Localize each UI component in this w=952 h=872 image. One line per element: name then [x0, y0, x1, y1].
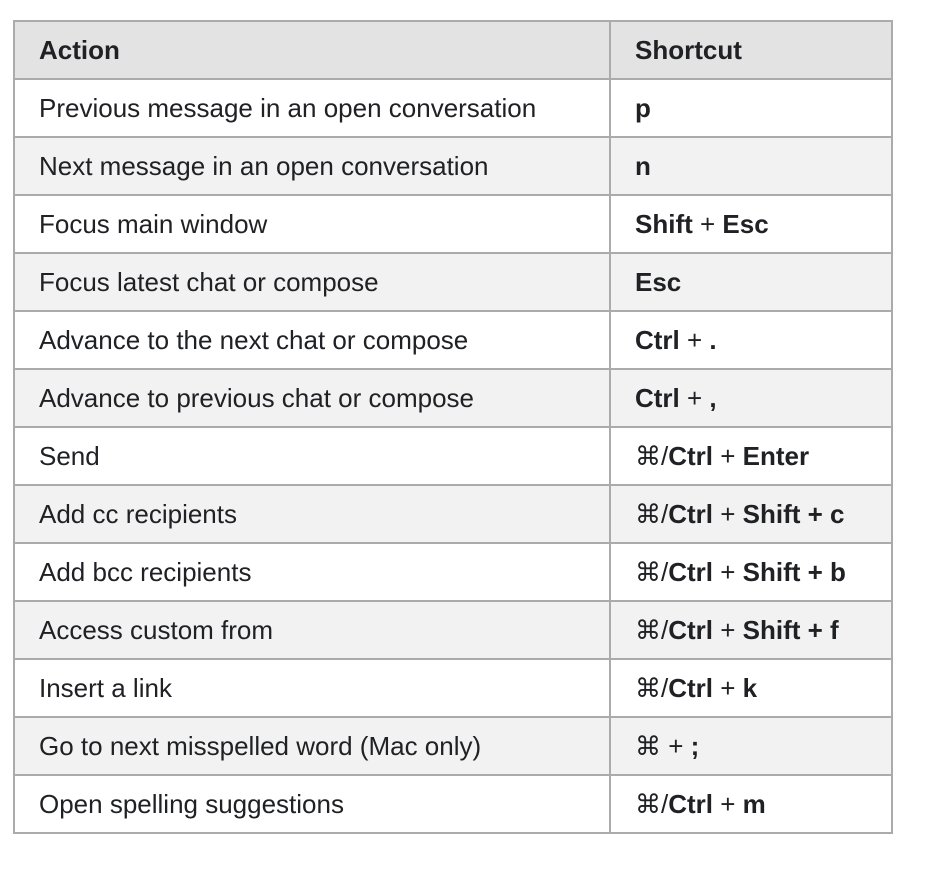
shortcut-cell: ⌘/Ctrl + m: [609, 774, 893, 834]
shortcut-separator: ⌘: [635, 730, 661, 761]
shortcut-separator: +: [661, 730, 691, 761]
table-row: Previous message in an open conversation…: [13, 78, 893, 138]
action-cell: Focus main window: [13, 194, 611, 254]
shortcut-key: Shift + f: [742, 614, 839, 645]
shortcut-separator: +: [713, 788, 743, 819]
shortcut-separator: +: [713, 440, 743, 471]
shortcut-cell: p: [609, 78, 893, 138]
shortcut-key: Shift + b: [742, 556, 846, 587]
shortcut-cell: Ctrl + .: [609, 310, 893, 370]
shortcut-key: Ctrl: [668, 498, 714, 529]
shortcut-separator: ⌘/: [635, 498, 669, 529]
shortcut-separator: +: [679, 324, 710, 355]
action-cell: Access custom from: [13, 600, 611, 660]
table-row: Send⌘/Ctrl + Enter: [13, 426, 893, 486]
shortcut-cell: ⌘/Ctrl + k: [609, 658, 893, 718]
shortcut-key: Ctrl: [668, 556, 714, 587]
header-shortcut: Shortcut: [609, 20, 893, 80]
shortcut-key: Shift: [635, 208, 693, 239]
action-cell: Go to next misspelled word (Mac only): [13, 716, 611, 776]
shortcut-separator: +: [713, 672, 743, 703]
shortcut-key: p: [635, 92, 651, 123]
keyboard-shortcuts-table: Action Shortcut Previous message in an o…: [13, 20, 893, 834]
shortcut-separator: ⌘/: [635, 556, 669, 587]
shortcut-key: Ctrl: [668, 614, 714, 645]
shortcut-cell: ⌘/Ctrl + Shift + b: [609, 542, 893, 602]
shortcut-key: Ctrl: [668, 788, 714, 819]
shortcut-cell: ⌘/Ctrl + Enter: [609, 426, 893, 486]
shortcut-cell: ⌘/Ctrl + Shift + c: [609, 484, 893, 544]
shortcut-separator: ⌘/: [635, 788, 669, 819]
table-row: Add bcc recipients⌘/Ctrl + Shift + b: [13, 542, 893, 602]
shortcut-separator: +: [713, 498, 743, 529]
shortcut-key: ,: [709, 382, 717, 413]
shortcut-cell: ⌘/Ctrl + Shift + f: [609, 600, 893, 660]
table-row: Access custom from⌘/Ctrl + Shift + f: [13, 600, 893, 660]
action-cell: Advance to the next chat or compose: [13, 310, 611, 370]
header-action: Action: [13, 20, 611, 80]
action-cell: Next message in an open conversation: [13, 136, 611, 196]
table-row: Open spelling suggestions⌘/Ctrl + m: [13, 774, 893, 834]
shortcut-key: Ctrl: [668, 672, 714, 703]
action-cell: Add cc recipients: [13, 484, 611, 544]
action-cell: Focus latest chat or compose: [13, 252, 611, 312]
shortcut-key: m: [742, 788, 766, 819]
action-cell: Advance to previous chat or compose: [13, 368, 611, 428]
shortcut-key: Ctrl: [668, 440, 714, 471]
shortcut-key: k: [742, 672, 758, 703]
shortcut-separator: ⌘/: [635, 672, 669, 703]
shortcut-key: Shift + c: [742, 498, 845, 529]
shortcut-separator: +: [713, 556, 743, 587]
shortcut-separator: +: [679, 382, 710, 413]
shortcut-key: Enter: [742, 440, 810, 471]
shortcut-cell: n: [609, 136, 893, 196]
shortcut-key: Ctrl: [635, 382, 680, 413]
table-row: Insert a link⌘/Ctrl + k: [13, 658, 893, 718]
shortcut-key: Esc: [722, 208, 769, 239]
shortcut-cell: Ctrl + ,: [609, 368, 893, 428]
shortcut-key: Ctrl: [635, 324, 680, 355]
shortcut-separator: ⌘/: [635, 440, 669, 471]
shortcut-separator: +: [713, 614, 743, 645]
shortcut-key: n: [635, 150, 651, 181]
shortcut-separator: +: [692, 208, 723, 239]
shortcut-cell: Shift + Esc: [609, 194, 893, 254]
action-cell: Insert a link: [13, 658, 611, 718]
table-row: Focus latest chat or compose Esc: [13, 252, 893, 312]
shortcut-separator: ⌘/: [635, 614, 669, 645]
shortcut-cell: Esc: [609, 252, 893, 312]
table-body: Previous message in an open conversation…: [13, 78, 893, 834]
table-header-row: Action Shortcut: [13, 20, 893, 80]
action-cell: Add bcc recipients: [13, 542, 611, 602]
action-cell: Send: [13, 426, 611, 486]
table-row: Add cc recipients⌘/Ctrl + Shift + c: [13, 484, 893, 544]
shortcut-cell: ⌘ + ;: [609, 716, 893, 776]
shortcut-key: Esc: [635, 266, 682, 297]
action-cell: Previous message in an open conversation: [13, 78, 611, 138]
action-cell: Open spelling suggestions: [13, 774, 611, 834]
shortcut-key: ;: [690, 730, 700, 761]
shortcut-key: .: [709, 324, 717, 355]
table-row: Go to next misspelled word (Mac only)⌘ +…: [13, 716, 893, 776]
table-row: Next message in an open conversation n: [13, 136, 893, 196]
